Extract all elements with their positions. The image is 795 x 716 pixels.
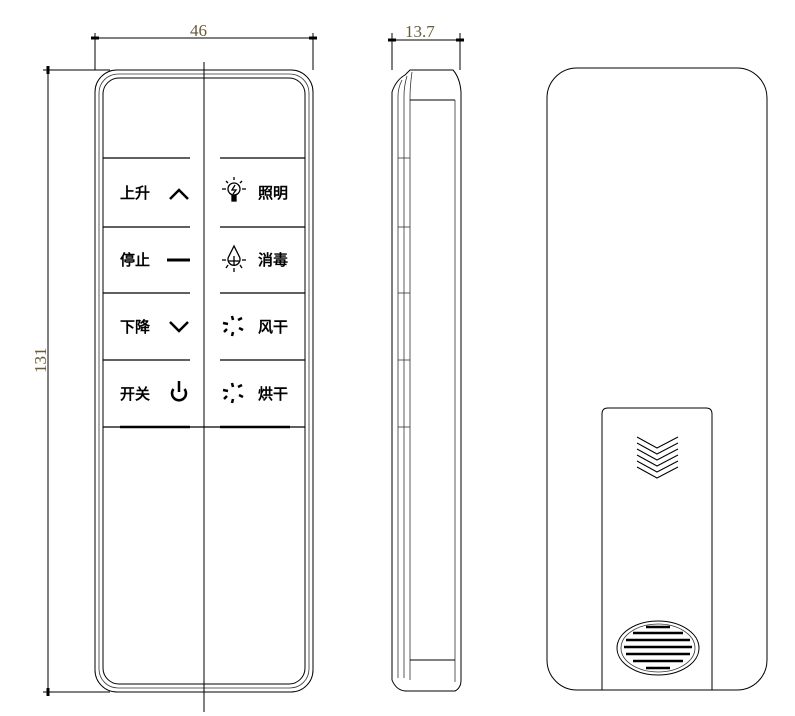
button-light-label[interactable]: 照明 bbox=[258, 184, 288, 202]
power-icon bbox=[170, 381, 188, 402]
button-disinfect-label[interactable]: 消毒 bbox=[258, 251, 288, 269]
chevron-down-icon bbox=[169, 321, 189, 333]
button-heat-dry-label[interactable]: 烘干 bbox=[258, 385, 288, 403]
button-air-dry-label[interactable]: 风干 bbox=[258, 318, 288, 336]
fan-icon bbox=[222, 382, 244, 404]
height-value: 131 bbox=[31, 348, 50, 374]
button-up-label[interactable]: 上升 bbox=[120, 184, 150, 202]
chevron-up-icon bbox=[169, 188, 189, 200]
chevron-grip-icon bbox=[636, 436, 679, 479]
button-separators bbox=[103, 157, 305, 429]
back-view bbox=[546, 67, 768, 691]
button-down-label[interactable]: 下降 bbox=[120, 318, 151, 336]
width-value: 46 bbox=[190, 21, 207, 40]
front-view: 上升 停止 下降 开关 bbox=[94, 62, 314, 712]
light-bulb-icon bbox=[222, 177, 246, 202]
button-stop-label[interactable]: 停止 bbox=[120, 251, 150, 269]
button-power-label[interactable]: 开关 bbox=[120, 385, 150, 403]
width-dimension: 46 bbox=[91, 21, 317, 70]
fan-icon bbox=[222, 315, 244, 337]
side-view: 13.7 bbox=[388, 22, 464, 692]
thickness-value: 13.7 bbox=[405, 22, 435, 41]
height-dimension: 131 bbox=[31, 66, 110, 696]
battery-cover bbox=[601, 407, 713, 690]
uv-lamp-icon bbox=[222, 244, 246, 272]
speaker-grille-icon bbox=[616, 620, 700, 676]
